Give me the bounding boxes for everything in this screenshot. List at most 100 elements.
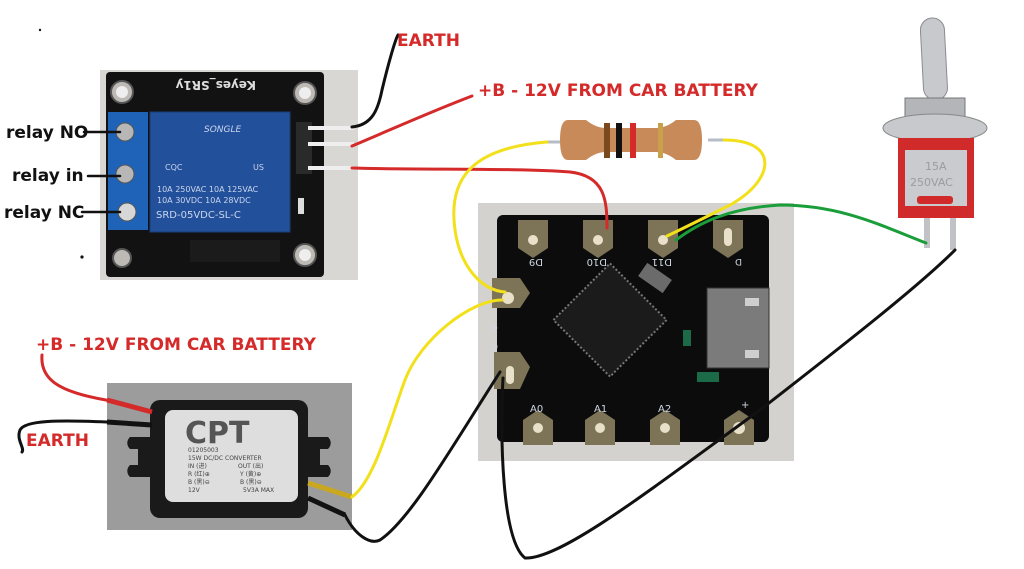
switch-rating-2: 250VAC — [910, 176, 953, 189]
wire-resistor-to-vcc — [452, 140, 549, 294]
pin-label-plus-bottom: + — [741, 400, 749, 411]
relay-rating-1: 10A 250VAC 10A 125VAC — [157, 185, 259, 194]
resistor — [545, 120, 725, 160]
relay-module: Keyes_SR1y SONGLE CQC US 10A 250VAC 10A … — [100, 70, 358, 280]
converter-out-yellow: Y (黄)⊕ — [239, 470, 261, 478]
converter-out-voltage: 5V3A MAX — [243, 487, 274, 494]
usb-detail — [745, 350, 759, 358]
mount-hole — [112, 248, 132, 268]
relay-model: SRD-05VDC-SL-C — [156, 210, 241, 221]
resistor-band-1 — [604, 123, 610, 158]
dc-converter: CPT 01205003 15W DC/DC CONVERTER IN (进) … — [106, 383, 353, 530]
pad-hole — [506, 366, 514, 384]
stray-dot — [38, 28, 42, 32]
converter-in-voltage: 12V — [188, 487, 201, 494]
label-battery-bottom: +B - 12V FROM CAR BATTERY — [36, 335, 317, 355]
converter-tab-left — [127, 437, 152, 477]
relay-transistor — [190, 240, 280, 262]
pads-top — [518, 220, 743, 258]
wires — [17, 33, 957, 560]
label-relay-no: relay NO — [6, 123, 88, 143]
converter-yellow-lead — [307, 480, 353, 500]
pin-gnd — [308, 126, 354, 130]
wire-switch-to-d11 — [674, 203, 928, 245]
pin-label-a0: A0 — [530, 404, 543, 415]
relay-rating-2: 10A 30VDC 10A 28VDC — [157, 196, 251, 205]
relay-brand: SONGLE — [204, 125, 242, 135]
converter-tab-right — [306, 437, 331, 477]
label-relay-in: relay in — [12, 166, 84, 186]
pin-label-gnd-top: D — [735, 256, 742, 266]
wire-gnd-to-switch — [500, 248, 957, 560]
label-relay-nc: relay NC — [4, 203, 84, 223]
switch-lever — [919, 17, 948, 101]
pad-hole — [660, 423, 670, 433]
resistor-band-3 — [630, 123, 636, 158]
converter-out: OUT (出) — [238, 462, 263, 470]
label-earth-bottom: EARTH — [26, 431, 89, 451]
label-battery-top: +B - 12V FROM CAR BATTERY — [478, 81, 759, 101]
annotations: relay NO relay in relay NC EARTH +B - 12… — [4, 28, 759, 451]
wire-converter-gnd — [343, 370, 502, 543]
pad-hole — [533, 423, 543, 433]
converter-label — [165, 410, 298, 502]
pad-hole — [724, 228, 732, 246]
usb-detail — [745, 298, 759, 306]
switch-pin-2 — [950, 218, 956, 250]
wire-resistor-to-d11 — [665, 138, 767, 238]
pin-signal — [308, 166, 354, 170]
micro-usb-port — [706, 287, 770, 369]
pin-label-d10: D10 — [587, 256, 607, 267]
converter-black-in-lead — [106, 419, 153, 428]
pad-hole — [528, 235, 538, 245]
side-label-gnd: D — [491, 343, 498, 353]
pad-hole — [733, 422, 745, 434]
mcu-chip — [552, 262, 668, 378]
wire-earth-relay — [350, 33, 400, 129]
microcontroller-board: D9 D10 D11 D + D A0 A1 A2 — [478, 203, 794, 461]
pin-label-a2: A2 — [658, 404, 671, 415]
terminal-screw-in — [115, 164, 135, 184]
crystal — [638, 262, 672, 294]
switch-slot — [917, 196, 953, 204]
label-earth-top: EARTH — [397, 31, 460, 51]
mount-hole-inner — [299, 249, 311, 261]
pad-hole — [595, 423, 605, 433]
resistor-band-4 — [658, 123, 663, 158]
mount-hole-inner — [116, 86, 128, 98]
wire-earth-converter — [17, 419, 109, 454]
wire-battery-converter — [40, 353, 108, 402]
pad-hole — [502, 292, 514, 304]
relay-led — [298, 198, 304, 214]
stray-dot — [80, 255, 84, 259]
switch-pin-1 — [924, 218, 930, 248]
converter-out-black: B (黑)⊖ — [240, 479, 262, 486]
toggle-switch: 15A 250VAC — [882, 17, 988, 250]
converter-brand: CPT — [185, 416, 250, 451]
wire-relay-signal-d10 — [350, 166, 609, 230]
relay-body — [149, 111, 291, 233]
switch-washer — [882, 113, 988, 143]
converter-part: 01205003 — [188, 447, 219, 454]
pad-hole — [593, 235, 603, 245]
converter-in: IN (进) — [188, 462, 207, 470]
relay-board-label: Keyes_SR1y — [175, 77, 256, 92]
pin-vcc — [308, 142, 354, 146]
wire-battery-relay — [350, 94, 474, 148]
converter-black-out-lead — [306, 495, 347, 518]
smd-component — [683, 330, 691, 346]
pin-label-a1: A1 — [594, 404, 607, 415]
pin-label-d11: D11 — [652, 256, 672, 267]
side-label-plus: + — [490, 323, 498, 334]
pin-label-d9: D9 — [529, 256, 543, 267]
pad-hole — [658, 235, 668, 245]
converter-in-black: B (黑)⊖ — [188, 479, 210, 486]
smd-component — [697, 372, 719, 382]
relay-ul: US — [253, 163, 264, 172]
mount-hole-inner — [299, 87, 311, 99]
converter-in-red: R (红)⊕ — [188, 470, 210, 478]
relay-cert: CQC — [165, 163, 183, 172]
wire-converter-5v — [350, 298, 504, 499]
converter-desc: 15W DC/DC CONVERTER — [188, 455, 262, 462]
